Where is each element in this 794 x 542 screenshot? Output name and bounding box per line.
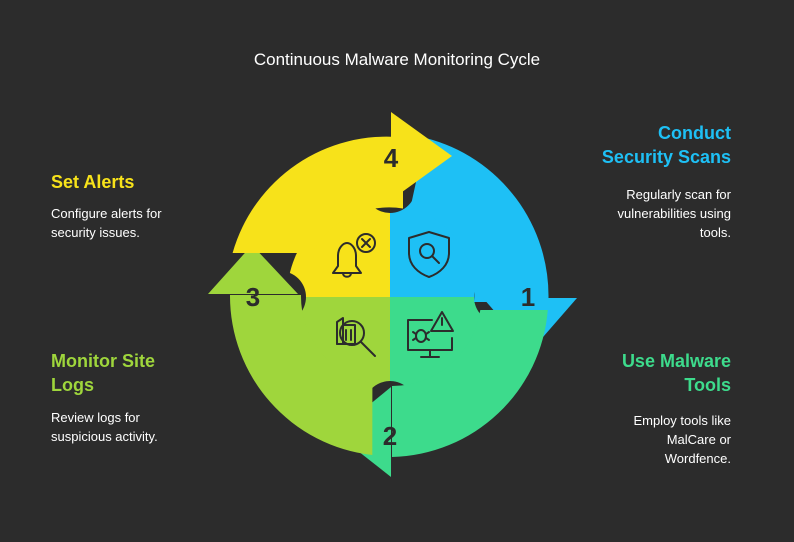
step-number-1: 1	[521, 282, 535, 312]
bell-cancel-icon	[332, 233, 376, 278]
monitor-bug-alert-icon	[407, 311, 454, 358]
shield-search-icon	[408, 231, 450, 278]
log-search-icon	[336, 317, 376, 357]
step-2-description-line-1: Employ tools like	[633, 413, 731, 428]
step-3-heading-line-2: Logs	[51, 375, 94, 395]
step-2-description-line-3: Wordfence.	[664, 451, 731, 466]
step-2-heading: Use Malware Tools	[622, 349, 731, 397]
step-1-heading-line-2: Security Scans	[601, 147, 731, 167]
step-3-description: Review logs for suspicious activity.	[51, 408, 158, 446]
step-number-4: 4	[384, 143, 399, 173]
step-1-heading-line-1: Conduct	[658, 123, 731, 143]
step-4-description: Configure alerts for security issues.	[51, 204, 162, 242]
step-2-heading-line-2: Tools	[684, 375, 731, 395]
quadrant-step-2	[390, 297, 493, 400]
step-1-description-line-2: vulnerabilities using	[617, 206, 731, 221]
step-number-2: 2	[383, 421, 397, 451]
step-3-heading: Monitor Site Logs	[51, 349, 155, 397]
arrow-step-4	[232, 112, 452, 253]
quadrant-step-3	[287, 297, 390, 400]
step-3-description-line-1: Review logs for	[51, 410, 140, 425]
step-1-heading: Conduct Security Scans	[602, 121, 731, 169]
step-3-description-line-2: suspicious activity.	[51, 429, 158, 444]
step-1-description: Regularly scan for vulnerabilities using…	[618, 185, 731, 242]
quadrant-step-1	[390, 194, 493, 297]
step-4-description-line-2: security issues.	[51, 225, 140, 240]
diagram-title: Continuous Malware Monitoring Cycle	[253, 50, 541, 69]
step-2-description: Employ tools like MalCare or Wordfence.	[633, 411, 731, 468]
step-1-description-line-1: Regularly scan for	[626, 187, 731, 202]
quadrant-step-4	[287, 194, 390, 297]
step-4-description-line-1: Configure alerts for	[51, 206, 162, 221]
arrow-step-3	[208, 245, 373, 455]
step-number-3: 3	[246, 282, 260, 312]
step-2-heading-line-1: Use Malware	[621, 351, 731, 371]
step-1-description-line-3: tools.	[699, 225, 731, 240]
step-3-heading-line-1: Monitor Site	[51, 351, 155, 371]
step-2-description-line-2: MalCare or	[666, 432, 731, 447]
step-4-heading: Set Alerts	[51, 170, 134, 194]
step-4-heading-line-1: Set Alerts	[51, 172, 135, 192]
